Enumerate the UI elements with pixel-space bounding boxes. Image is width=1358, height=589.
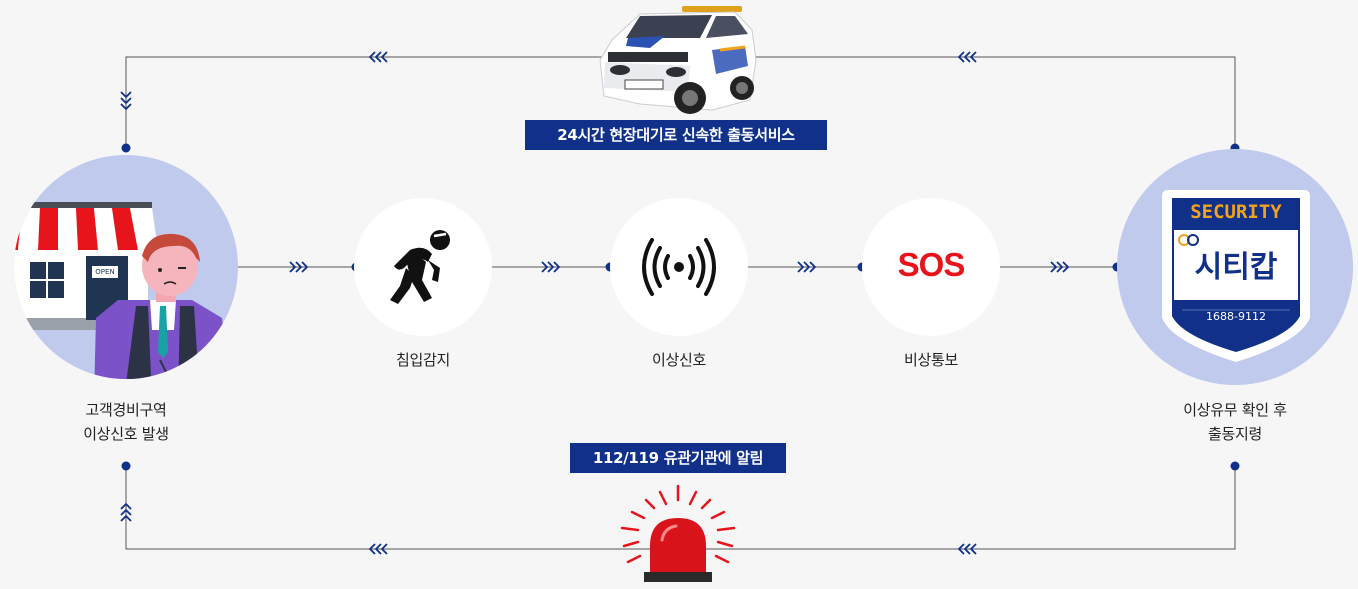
step-signal-circle — [610, 198, 748, 336]
step-signal-label: 이상신호 — [651, 351, 706, 369]
dispatch-service-banner: 24시간 현장대기로 신속한 출동서비스 — [525, 120, 827, 150]
hq-label-line1: 이상유무 확인 후 — [1183, 401, 1287, 419]
intruder-icon — [390, 230, 450, 304]
hq-label-line2: 출동지령 — [1207, 425, 1262, 443]
dispatch-service-text: 24시간 현장대기로 신속한 출동서비스 — [557, 126, 795, 144]
signal-icon — [642, 238, 716, 296]
badge-phone: 1688-9112 — [1206, 310, 1266, 323]
step-intrusion-circle — [354, 198, 492, 336]
step-intrusion-label: 침입감지 — [395, 351, 450, 369]
customer-label-line2: 이상신호 발생 — [83, 425, 169, 443]
sos-icon: SOS — [897, 246, 966, 283]
badge-name: 시티캅 — [1194, 250, 1278, 285]
step-sos-circle: SOS — [862, 198, 1000, 336]
badge-title: SECURITY — [1190, 201, 1282, 223]
step-sos-label: 비상통보 — [903, 351, 958, 369]
store-sign: OPEN — [95, 268, 115, 276]
hq-label: 이상유무 확인 후 출동지령 — [1145, 398, 1325, 446]
customer-label: 고객경비구역 이상신호 발생 — [46, 398, 206, 446]
agency-alert-text: 112/119 유관기관에 알림 — [592, 449, 764, 467]
customer-label-line1: 고객경비구역 — [85, 401, 167, 419]
agency-alert-banner: 112/119 유관기관에 알림 — [570, 443, 786, 473]
